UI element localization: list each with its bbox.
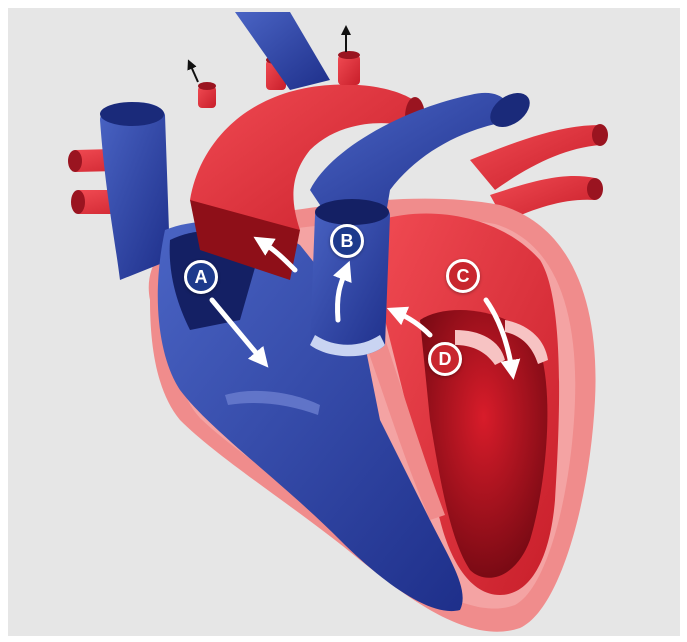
- great-vessel-top: [235, 12, 330, 90]
- label-c: C: [446, 259, 480, 293]
- label-b: B: [330, 224, 364, 258]
- label-d: D: [428, 342, 462, 376]
- superior-vena-cava: [100, 102, 170, 280]
- label-a: A: [184, 260, 218, 294]
